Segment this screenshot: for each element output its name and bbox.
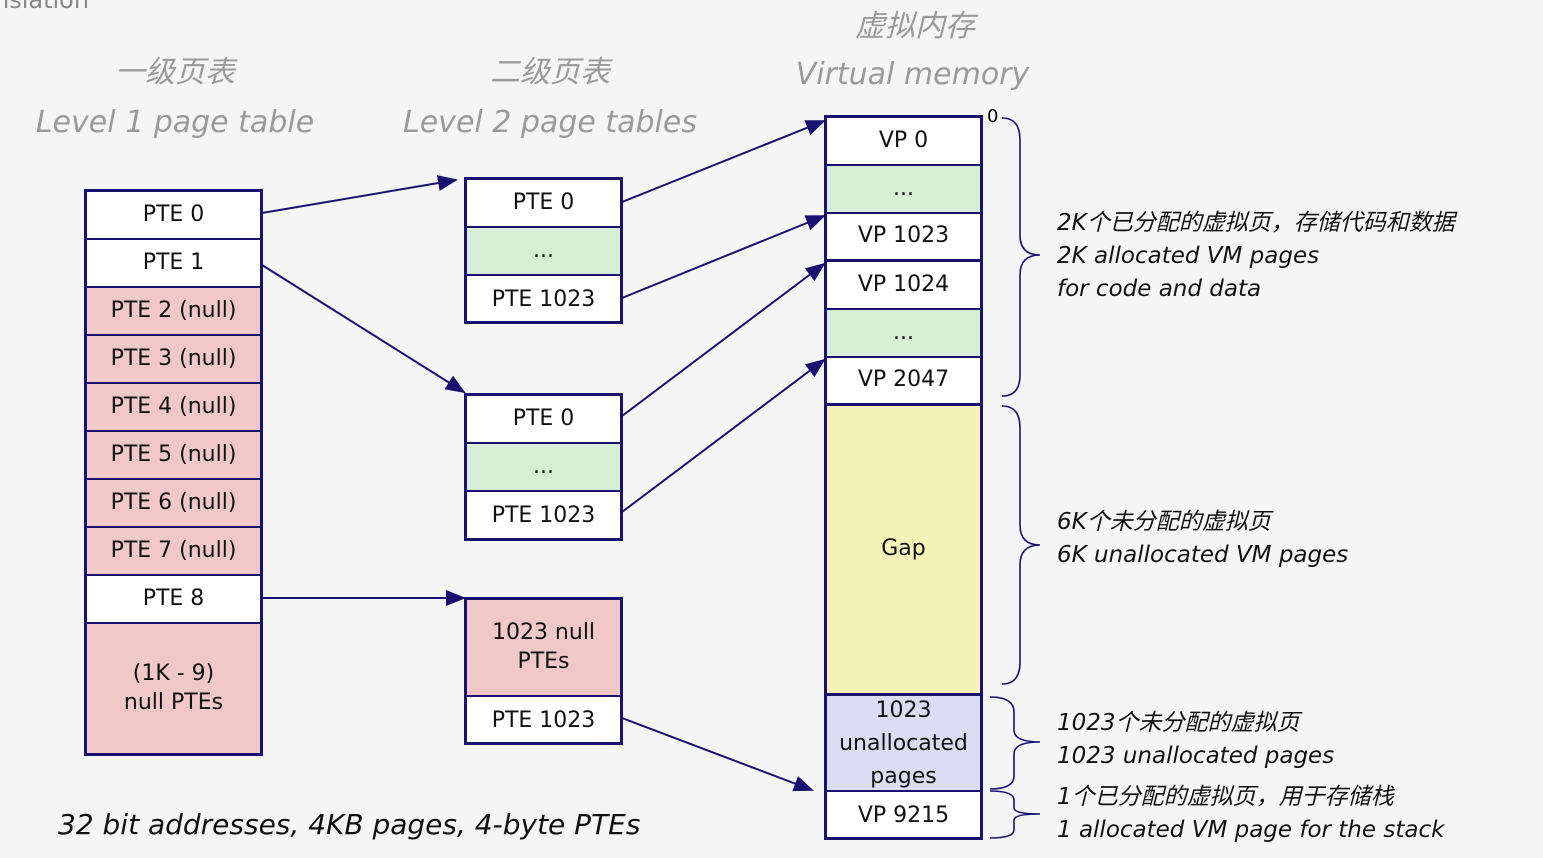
arrow xyxy=(621,717,814,792)
l1-pte: PTE 8 xyxy=(87,576,260,624)
l1-header-en: Level 1 page table xyxy=(35,105,315,140)
l2-header-cn: 二级页表 xyxy=(490,55,610,90)
arrow xyxy=(621,262,826,417)
l2-header-en: Level 2 page tables xyxy=(403,105,697,140)
l1-pte-null: PTE 4 (null) xyxy=(87,384,260,432)
note-stack: 1个已分配的虚拟页，用于存储栈 1 allocated VM page for … xyxy=(1057,781,1444,847)
l1-pte-null: PTE 7 (null) xyxy=(87,528,260,576)
arrow xyxy=(621,120,826,203)
note-allocated-code-data: 2K个已分配的虚拟页，存储代码和数据 2K allocated VM pages… xyxy=(1057,207,1455,306)
vm-page: VP 9215 xyxy=(857,802,950,828)
l2-ellipsis: ... xyxy=(467,444,620,492)
l1-header-cn: 一级页表 xyxy=(115,55,235,90)
arrow xyxy=(261,175,458,214)
vm-ellipsis: ... xyxy=(827,166,980,214)
footer-caption: 32 bit addresses, 4KB pages, 4-byte PTEs xyxy=(58,808,641,841)
l1-pte-null: PTE 3 (null) xyxy=(87,336,260,384)
vm-page: VP 1024 xyxy=(827,262,980,310)
note-en: for code and data xyxy=(1057,276,1262,302)
vm-header-en: Virtual memory xyxy=(795,57,1030,92)
level2-table-c: 1023 null PTEs PTE 1023 xyxy=(464,597,623,745)
l2-ellipsis: ... xyxy=(467,228,620,276)
note-cn: 1个已分配的虚拟页，用于存储栈 xyxy=(1057,784,1394,810)
virtual-memory: VP 0 ... VP 1023 VP 1024 ... VP 2047 Gap… xyxy=(824,115,983,840)
arrow xyxy=(621,215,826,299)
note-en: 1 allocated VM page for the stack xyxy=(1057,817,1445,843)
vm-page: VP 1023 xyxy=(827,214,980,262)
l1-pte-null: PTE 2 (null) xyxy=(87,288,260,336)
level2-table-a: PTE 0 ... PTE 1023 xyxy=(464,177,623,324)
level2-table-b: PTE 0 ... PTE 1023 xyxy=(464,393,623,541)
note-en: 2K allocated VM pages xyxy=(1057,243,1320,269)
l2-pte: PTE 0 xyxy=(467,396,620,444)
vm-page: VP 2047 xyxy=(827,358,980,406)
l1-pte-null: PTE 5 (null) xyxy=(87,432,260,480)
note-cn: 1023个未分配的虚拟页 xyxy=(1057,710,1300,736)
slide-title-fragment: nslation xyxy=(0,0,90,14)
vm-header-cn: 虚拟内存 xyxy=(855,9,975,44)
brace xyxy=(989,790,1041,839)
l1-pte: PTE 0 xyxy=(87,192,260,240)
vm-page: VP 0 xyxy=(827,118,980,166)
brace xyxy=(1001,405,1041,685)
l2-pte: PTE 1023 xyxy=(491,286,596,312)
vm-ellipsis: ... xyxy=(827,310,980,358)
brace xyxy=(989,696,1041,790)
arrow xyxy=(261,264,466,394)
note-cn: 6K个未分配的虚拟页 xyxy=(1057,509,1271,535)
brace xyxy=(1001,117,1041,397)
note-en: 1023 unallocated pages xyxy=(1057,743,1335,769)
vm-unallocated: 1023 unallocated pages xyxy=(827,696,980,792)
arrow xyxy=(621,358,826,513)
l1-pte: PTE 1 xyxy=(87,240,260,288)
l1-null-ptes: (1K - 9) null PTEs xyxy=(87,624,260,753)
l2-pte: PTE 1023 xyxy=(491,707,596,733)
vm-gap: Gap xyxy=(827,406,980,696)
note-cn: 2K个已分配的虚拟页，存储代码和数据 xyxy=(1057,210,1455,236)
l2-pte: PTE 0 xyxy=(467,180,620,228)
l1-pte-null: PTE 6 (null) xyxy=(87,480,260,528)
l2-pte: PTE 1023 xyxy=(491,502,596,528)
vm-address-zero: 0 xyxy=(987,106,999,127)
note-gap: 6K个未分配的虚拟页 6K unallocated VM pages xyxy=(1057,506,1348,572)
note-unallocated: 1023个未分配的虚拟页 1023 unallocated pages xyxy=(1057,707,1334,773)
l2-null-ptes: 1023 null PTEs xyxy=(467,600,620,697)
level1-page-table: PTE 0 PTE 1 PTE 2 (null) PTE 3 (null) PT… xyxy=(84,189,263,756)
note-en: 6K unallocated VM pages xyxy=(1057,542,1349,568)
